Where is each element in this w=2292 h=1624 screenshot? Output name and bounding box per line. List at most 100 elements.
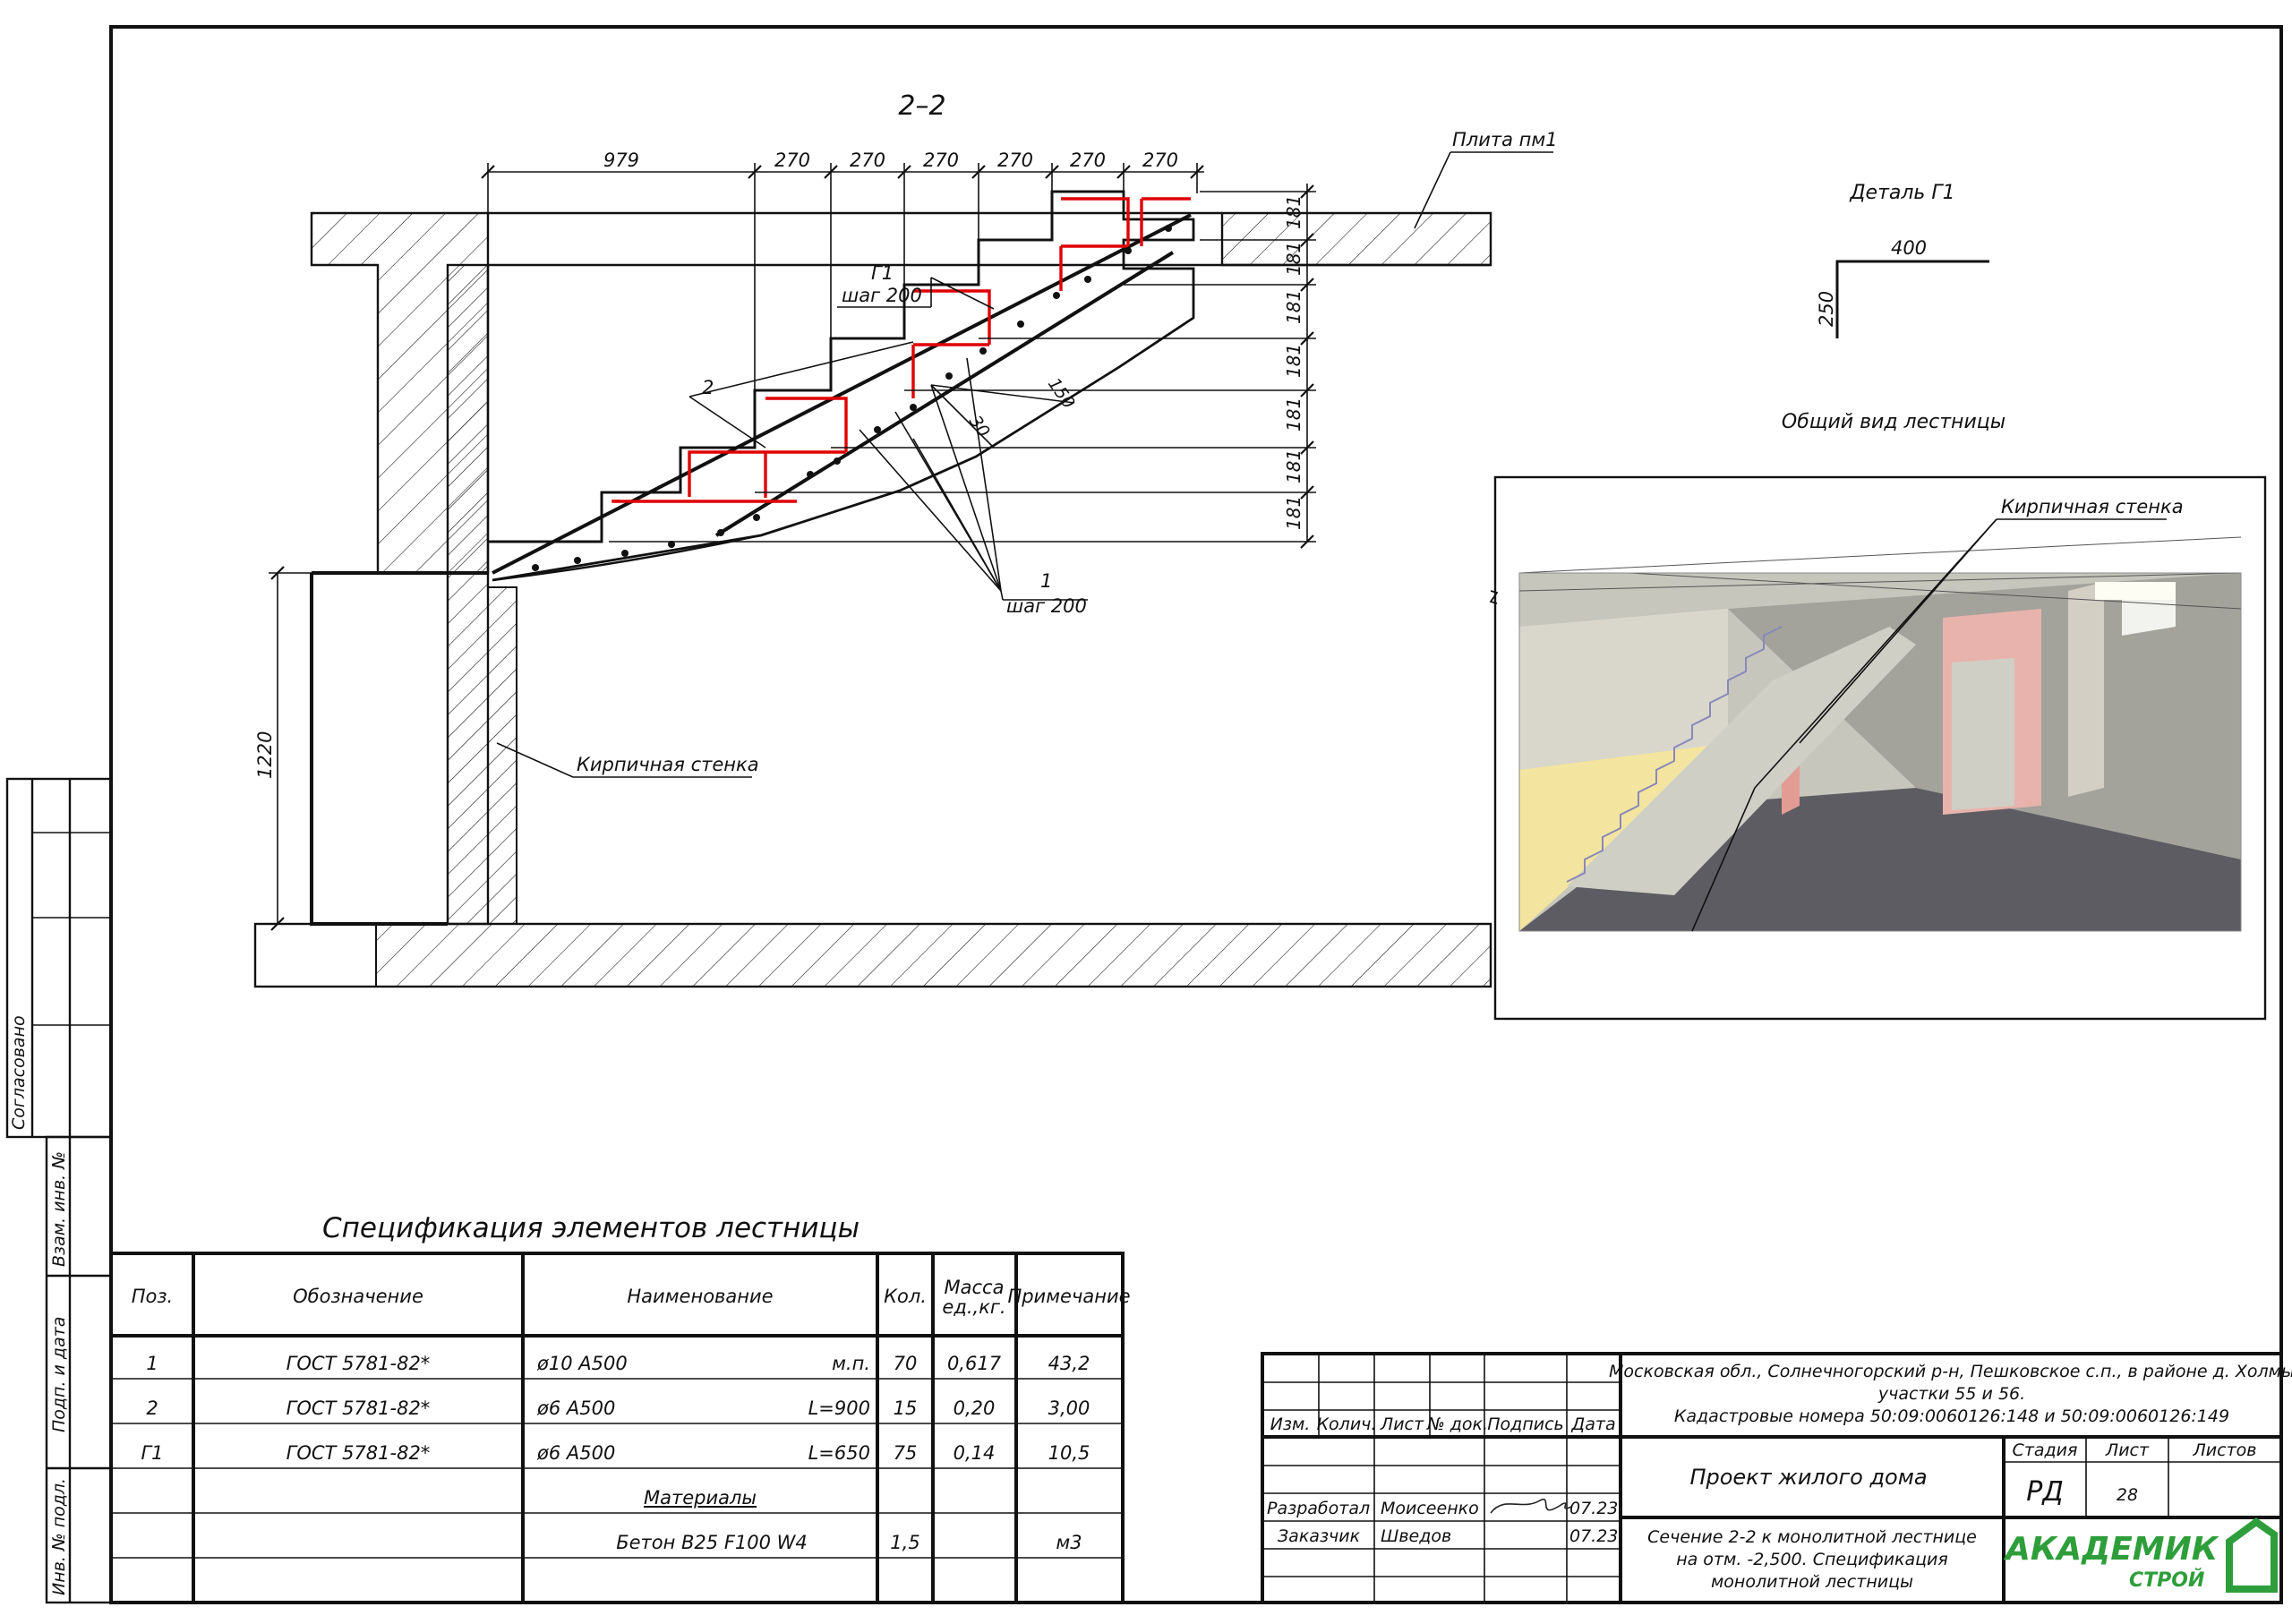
spec-header: Поз. Обозначение Наименование Кол. Масса… [132, 1277, 1131, 1318]
tb-col-date: Дата [1570, 1415, 1615, 1434]
dim-right-1: 181 [1283, 242, 1304, 276]
title-block [1261, 1352, 2283, 1604]
inv-original-label: Инв. № подл. [49, 1478, 69, 1595]
tb-stage-label: Стадия [2013, 1440, 2078, 1460]
spec-h-name: Наименование [627, 1286, 773, 1307]
tb-client-label: Заказчик [1278, 1526, 1361, 1546]
spec-r0-dim: м.п. [832, 1353, 870, 1374]
detail-g1: Деталь Г1 400 250 [1816, 182, 1989, 338]
spec-r1-qty: 15 [894, 1397, 918, 1419]
dim-height: 1220 [254, 731, 276, 779]
spec-r0-note: 43,2 [1048, 1353, 1090, 1374]
logo-sub: СТРОЙ [2129, 1568, 2204, 1592]
spec-material-qty: 1,5 [890, 1532, 919, 1553]
spec-r2-designation: ГОСТ 5781-82* [286, 1442, 431, 1464]
spec-h-qty: Кол. [884, 1286, 927, 1307]
spec-r1-designation: ГОСТ 5781-82* [286, 1397, 431, 1419]
tb-stage: РД [2026, 1476, 2064, 1508]
dim-30: 30 [965, 412, 994, 440]
spec-r2-dim: L=650 [808, 1442, 870, 1464]
detail-title: Деталь Г1 [1849, 182, 1954, 204]
left-stamp: Согласовано Взам. инв. № Подп. и дата Ин… [5, 777, 113, 1604]
dim-top-0: 979 [603, 150, 639, 171]
spec-r0-name: ø10 А500 [536, 1353, 628, 1374]
rebar [492, 197, 1192, 575]
dim-right-0: 181 [1283, 195, 1304, 229]
section-title: 2–2 [898, 90, 945, 122]
dim-top-6: 270 [1142, 150, 1178, 171]
tb-sheet-title-1: Сечение 2-2 к монолитной лестнице [1647, 1527, 1977, 1547]
spec-r2-name: ø6 А500 [536, 1442, 615, 1464]
company-logo: АКАДЕМИК СТРОЙ [2003, 1517, 2278, 1593]
spec-title: Спецификация элементов лестницы [322, 1212, 860, 1244]
spec-r1-mass: 0,20 [954, 1397, 996, 1419]
spec-material-name: Бетон B25 F100 W4 [616, 1532, 808, 1553]
tb-client-date: 07.23 [1569, 1526, 1618, 1546]
pos1-label: 1 [1040, 570, 1052, 592]
title-block-text: Изм. Колич. Лист № док. Подпись Дата Раз… [1267, 1362, 2292, 1592]
tb-developed-name: Моисеенко [1381, 1499, 1479, 1518]
tb-sheet: 28 [2117, 1485, 2138, 1505]
spec-table [109, 1252, 1125, 1604]
dim-top-1: 270 [774, 150, 810, 171]
height-dimension: 1220 [254, 566, 312, 931]
view3d-title: Общий вид лестницы [1782, 411, 2006, 433]
spec-h-mass2: ед.,кг. [942, 1296, 1005, 1318]
tb-sheet-title-2: на отм. -2,500. Спецификация [1676, 1550, 1948, 1569]
tb-col-kol: Колич. [1317, 1415, 1377, 1434]
tb-col-list: Лист [1380, 1415, 1424, 1434]
spec-rows: 1 ГОСТ 5781-82* ø10 А500 м.п. 70 0,617 4… [141, 1353, 1090, 1553]
dim-right-3: 181 [1283, 344, 1304, 378]
tb-developed-date: 07.23 [1569, 1499, 1618, 1518]
spec-h-note: Примечание [1007, 1286, 1130, 1307]
dim-top-3: 270 [923, 150, 959, 171]
spec-r0-designation: ГОСТ 5781-82* [286, 1353, 431, 1374]
dim-right-6: 181 [1283, 496, 1304, 530]
spec-h-designation: Обозначение [293, 1286, 423, 1307]
tb-project: Проект жилого дома [1689, 1465, 1927, 1490]
view3d-callout: Кирпичная стенка [2001, 496, 2184, 517]
spec-h-mass1: Масса [945, 1277, 1005, 1298]
brick-wall [446, 263, 517, 926]
slab-label: Плита пм1 [1452, 129, 1558, 150]
tb-col-izm: Изм. [1270, 1415, 1311, 1434]
dim-right-2: 181 [1283, 290, 1304, 324]
pos2-label: 2 [702, 377, 714, 398]
spec-materials-header: Материалы [644, 1487, 757, 1509]
dim-right-5: 181 [1283, 449, 1304, 483]
tb-sheet-label: Лист [2105, 1440, 2150, 1460]
sign-date-label: Подп. и дата [49, 1317, 69, 1432]
spec-r1-dim: L=900 [808, 1397, 870, 1419]
dim-top-4: 270 [997, 150, 1033, 171]
dim-150: 150 [1044, 374, 1079, 412]
spec-r1-name: ø6 А500 [536, 1397, 615, 1419]
dim-top-5: 270 [1070, 150, 1106, 171]
brick-wall-label: Кирпичная стенка [577, 754, 759, 775]
spec-r0-pos: 1 [146, 1353, 158, 1374]
spec-r2-mass: 0,14 [954, 1442, 996, 1464]
spec-r0-mass: 0,617 [947, 1353, 1002, 1374]
floor-slab [253, 922, 1492, 988]
g1-step-label: шаг 200 [842, 285, 922, 306]
agreed-label: Согласовано [9, 1015, 29, 1130]
pos1-step-label: шаг 200 [1006, 595, 1087, 617]
tb-developed-label: Разработал [1267, 1499, 1370, 1518]
spec-r1-pos: 2 [146, 1397, 158, 1419]
g1-label: Г1 [871, 262, 894, 284]
tb-client-name: Шведов [1381, 1526, 1451, 1546]
view3d-render [1518, 536, 2242, 931]
spec-r2-note: 10,5 [1048, 1442, 1090, 1464]
spec-r2-pos: Г1 [141, 1442, 163, 1464]
dim-top-2: 270 [850, 150, 885, 171]
spec-material-note: м3 [1056, 1532, 1082, 1553]
spec-h-pos: Поз. [132, 1286, 173, 1307]
detail-height: 250 [1816, 291, 1837, 327]
tb-address-1: Московская обл., Солнечногорский р-н, Пе… [1609, 1362, 2292, 1381]
logo-main: АКАДЕМИК [2003, 1531, 2219, 1568]
spec-r2-qty: 75 [894, 1442, 918, 1464]
view3d: Кирпичная стенка [1489, 475, 2267, 1021]
tb-col-doc: № док. [1426, 1415, 1488, 1434]
top-dimensions: 979 270 270 270 270 270 270 [481, 150, 1204, 394]
logo-house-icon [2226, 1517, 2278, 1593]
